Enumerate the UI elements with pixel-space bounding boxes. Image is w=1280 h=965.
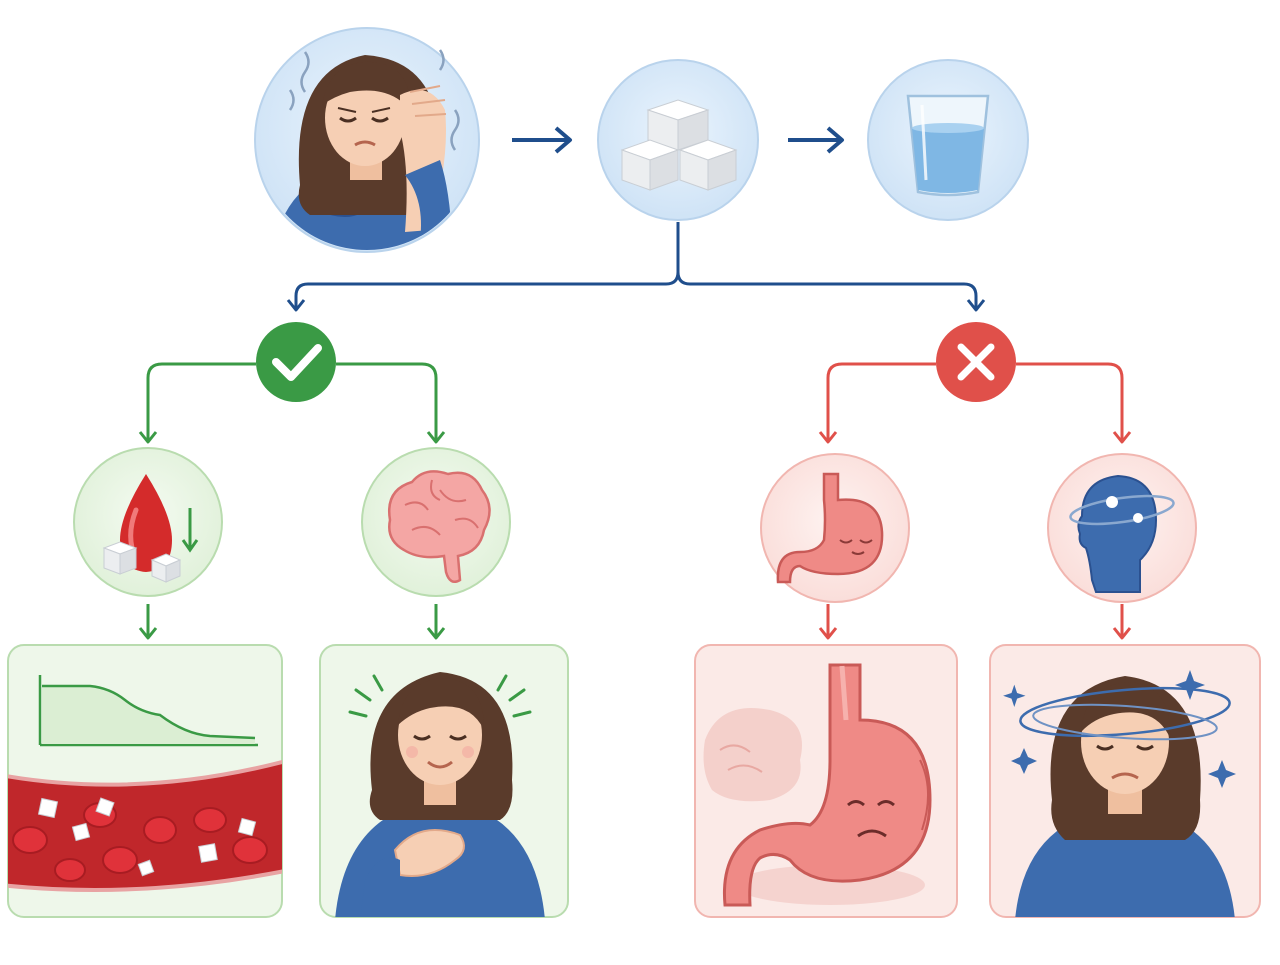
flow-arrow-1	[512, 126, 572, 154]
blood-glucose-curve-bloodstream	[7, 644, 283, 918]
upset-stomach	[694, 644, 958, 918]
brain-icon	[361, 447, 511, 597]
stomach-icon	[760, 453, 910, 603]
headache-woman-icon	[254, 27, 480, 253]
dizzy-woman	[989, 644, 1261, 918]
sugar-cubes-icon	[597, 59, 759, 221]
water-glass-icon	[867, 59, 1029, 221]
positive-branch-lines	[138, 362, 446, 640]
branch-connector	[286, 222, 986, 312]
negative-branch-lines	[818, 362, 1132, 640]
cross-icon	[936, 322, 1016, 402]
dizzy-head-icon	[1047, 453, 1197, 603]
blood-drop-sugar-down-icon	[73, 447, 223, 597]
relieved-woman	[319, 644, 569, 918]
flow-arrow-2	[788, 126, 844, 154]
checkmark-icon	[256, 322, 336, 402]
